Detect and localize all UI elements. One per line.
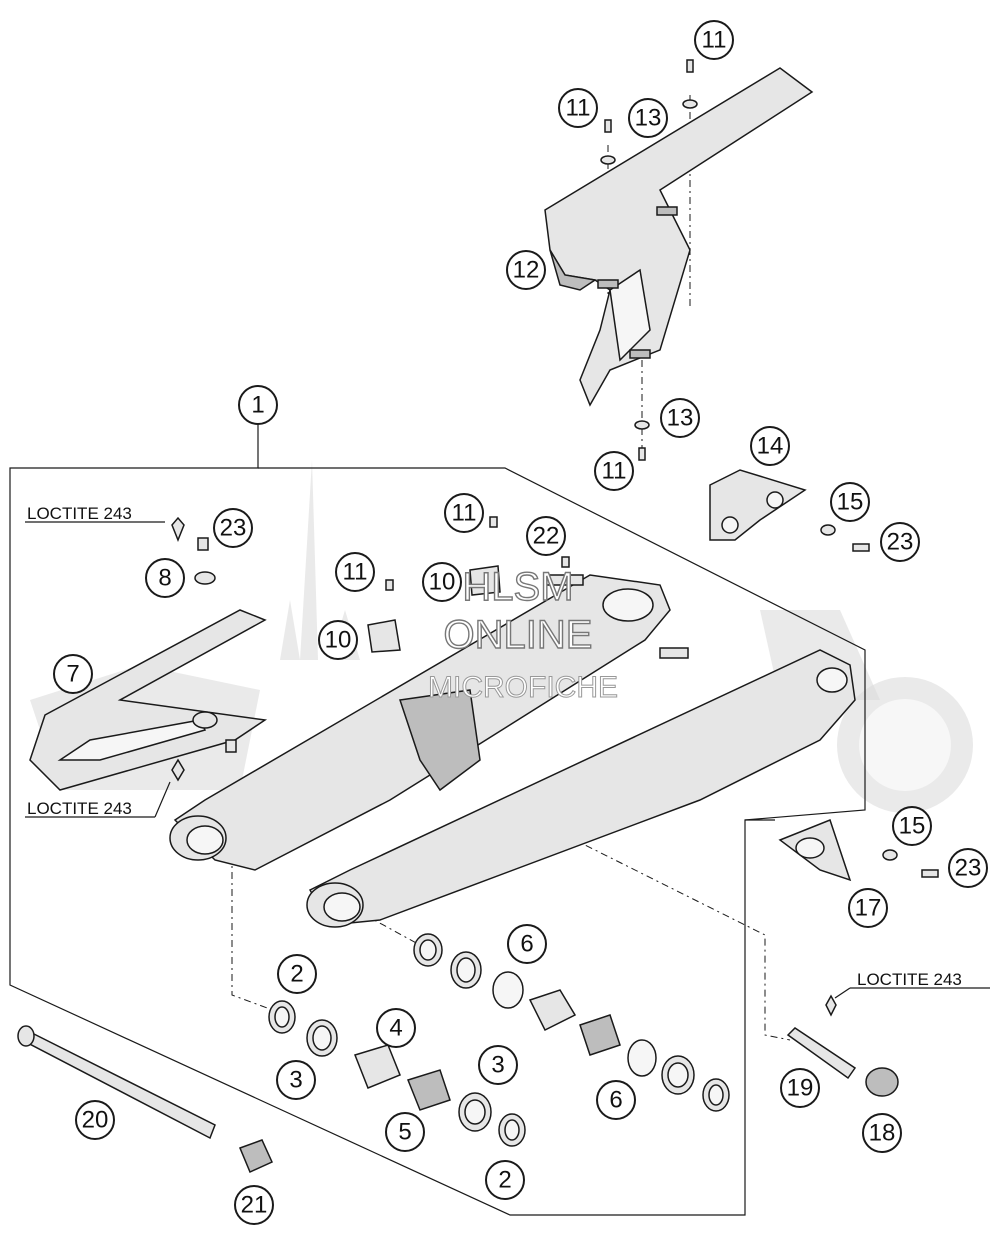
callout-14: 14 xyxy=(750,426,790,466)
svg-text:2: 2 xyxy=(498,1167,511,1194)
svg-text:3: 3 xyxy=(491,1052,504,1079)
protector xyxy=(778,819,939,882)
svg-text:6: 6 xyxy=(609,1087,622,1114)
callout-2: 2 xyxy=(485,1160,525,1200)
svg-text:6: 6 xyxy=(520,931,533,958)
svg-text:8: 8 xyxy=(158,565,171,592)
svg-text:1: 1 xyxy=(251,392,264,419)
loctite-label: LOCTITE 243 xyxy=(27,504,132,523)
svg-text:5: 5 xyxy=(398,1119,411,1146)
svg-text:23: 23 xyxy=(955,855,982,882)
svg-text:11: 11 xyxy=(702,27,727,54)
svg-text:17: 17 xyxy=(855,895,882,922)
chain-sliding-guard xyxy=(709,469,870,552)
callout-23: 23 xyxy=(948,848,988,888)
callout-11: 11 xyxy=(558,88,598,128)
callout-5: 5 xyxy=(385,1112,425,1152)
loctite-labels: LOCTITE 243 LOCTITE 243 LOCTITE 243 xyxy=(27,504,962,989)
svg-text:11: 11 xyxy=(343,559,368,586)
callout-3: 3 xyxy=(478,1045,518,1085)
callout-15: 15 xyxy=(892,806,932,846)
callout-6: 6 xyxy=(596,1080,636,1120)
callout-13: 13 xyxy=(628,98,668,138)
svg-text:19: 19 xyxy=(787,1075,814,1102)
svg-text:11: 11 xyxy=(452,500,477,527)
callout-6: 6 xyxy=(507,924,547,964)
svg-text:22: 22 xyxy=(533,523,560,550)
callout-11: 11 xyxy=(694,20,734,60)
callout-4: 4 xyxy=(376,1008,416,1048)
svg-text:21: 21 xyxy=(241,1192,268,1219)
svg-text:10: 10 xyxy=(325,627,352,654)
callout-17: 17 xyxy=(848,888,888,928)
svg-text:14: 14 xyxy=(757,433,784,460)
watermark-line3: MICROFICHE xyxy=(428,671,618,704)
callout-2: 2 xyxy=(277,954,317,994)
watermark-line2: ONLINE xyxy=(444,613,593,657)
svg-text:18: 18 xyxy=(869,1120,896,1147)
svg-text:15: 15 xyxy=(837,489,864,516)
callout-3: 3 xyxy=(276,1060,316,1100)
svg-text:23: 23 xyxy=(887,529,914,556)
chain-guard xyxy=(544,67,814,407)
svg-text:7: 7 xyxy=(66,661,79,688)
svg-text:23: 23 xyxy=(220,515,247,542)
hlsm-watermark: HLSM ONLINE MICROFICHE xyxy=(428,564,619,704)
loctite-label: LOCTITE 243 xyxy=(27,799,132,818)
watermark-line1: HLSM xyxy=(462,565,573,609)
callout-22: 22 xyxy=(526,516,566,556)
svg-text:13: 13 xyxy=(667,405,694,432)
loctite-label: LOCTITE 243 xyxy=(857,970,962,989)
callout-12: 12 xyxy=(506,250,546,290)
callout-10: 10 xyxy=(422,562,462,602)
loctite-leaders xyxy=(25,521,990,999)
svg-text:20: 20 xyxy=(82,1107,109,1134)
callout-11: 11 xyxy=(444,493,484,533)
callout-15: 15 xyxy=(830,482,870,522)
callout-23: 23 xyxy=(213,508,253,548)
small-parts xyxy=(171,516,570,782)
svg-text:12: 12 xyxy=(513,257,540,284)
assembly-lines xyxy=(231,95,791,1041)
svg-text:10: 10 xyxy=(429,569,456,596)
callout-1: 1 xyxy=(238,385,278,425)
svg-text:2: 2 xyxy=(290,961,303,988)
callout-13: 13 xyxy=(660,398,700,438)
chain-slider xyxy=(29,609,268,791)
svg-text:15: 15 xyxy=(899,813,926,840)
axle-parts xyxy=(17,994,899,1174)
callout-8: 8 xyxy=(145,558,185,598)
assembly-frame xyxy=(9,424,866,1216)
svg-text:13: 13 xyxy=(635,105,662,132)
callout-7: 7 xyxy=(53,654,93,694)
svg-text:4: 4 xyxy=(389,1015,402,1042)
callout-19: 19 xyxy=(780,1068,820,1108)
swingarm xyxy=(169,574,856,928)
callout-10: 10 xyxy=(318,620,358,660)
callout-11: 11 xyxy=(594,451,634,491)
callout-18: 18 xyxy=(862,1113,902,1153)
callout-21: 21 xyxy=(234,1185,274,1225)
svg-text:11: 11 xyxy=(566,95,591,122)
chain-guard-fasteners xyxy=(600,59,698,461)
callout-20: 20 xyxy=(75,1100,115,1140)
callout-23: 23 xyxy=(880,522,920,562)
bearings xyxy=(268,933,730,1147)
svg-text:3: 3 xyxy=(289,1067,302,1094)
callouts: 11 11 13 12 1 13 11 14 15 23 23 11 22 8 … xyxy=(53,20,988,1225)
callout-11: 11 xyxy=(335,552,375,592)
svg-text:11: 11 xyxy=(602,458,627,485)
